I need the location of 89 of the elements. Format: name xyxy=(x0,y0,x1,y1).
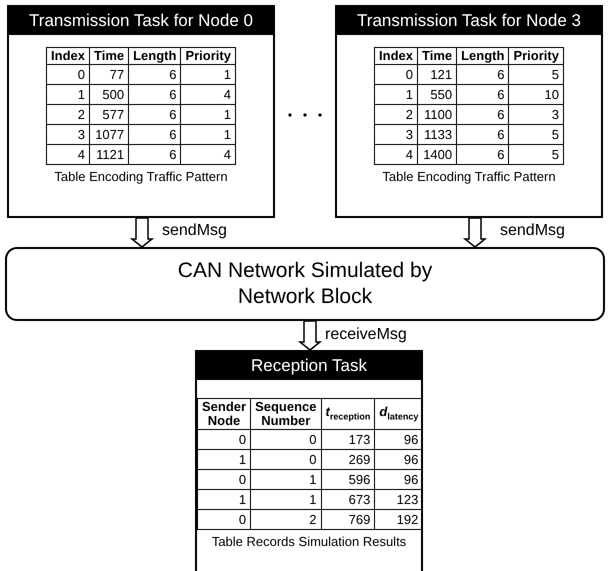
table-caption: Table Records Simulation Results xyxy=(210,534,408,549)
block-arrow xyxy=(130,217,154,248)
data-cell: 596 xyxy=(321,470,375,490)
task-box xyxy=(195,350,423,571)
data-cell: 6 xyxy=(128,64,181,84)
data-cell: 4 xyxy=(180,144,236,164)
header-cell: Index xyxy=(46,48,90,64)
header-cell: Sequence Number xyxy=(250,398,321,430)
data-cell: 6 xyxy=(456,64,509,84)
data-cell: 550 xyxy=(418,84,457,104)
data-cell: 192 xyxy=(374,510,423,530)
data-cell: 4 xyxy=(46,144,90,164)
data-cell: 6 xyxy=(128,84,181,104)
network-box xyxy=(5,247,605,321)
data-cell: 5 xyxy=(508,144,564,164)
data-cell: 6 xyxy=(128,144,181,164)
data-cell: 769 xyxy=(321,510,375,530)
data-cell: 1077 xyxy=(90,124,129,144)
data-cell: 1100 xyxy=(418,104,457,124)
data-cell: 3 xyxy=(508,104,564,124)
data-cell: 269 xyxy=(321,450,375,470)
data-cell: 500 xyxy=(90,84,129,104)
data-cell: 2 xyxy=(374,104,418,124)
data-cell: 1 xyxy=(198,490,251,510)
network-title: CAN Network Simulated by Network Block xyxy=(176,258,434,310)
data-cell: 96 xyxy=(374,470,423,490)
data-cell: 6 xyxy=(456,124,509,144)
data-cell: 1 xyxy=(250,470,321,490)
data-cell: 0 xyxy=(374,64,418,84)
task-title: Transmission Task for Node 0 xyxy=(9,7,273,35)
header-cell: Length xyxy=(128,48,181,64)
data-cell: 173 xyxy=(321,430,375,450)
data-cell: 0 xyxy=(198,510,251,530)
header-cell: Time xyxy=(418,48,457,64)
edge-label: sendMsg xyxy=(160,222,229,240)
data-cell: 4 xyxy=(374,144,418,164)
table-caption: Table Encoding Traffic Pattern xyxy=(53,169,229,184)
header-cell: d$_{latency}$ xyxy=(374,398,423,430)
data-cell: 3 xyxy=(374,124,418,144)
data-cell: 1 xyxy=(180,124,236,144)
data-cell: 5 xyxy=(508,64,564,84)
data-cell: 1121 xyxy=(90,144,129,164)
data-cell: 1 xyxy=(180,64,236,84)
task-box xyxy=(7,5,275,218)
data-cell: 6 xyxy=(456,104,509,124)
block-arrow xyxy=(462,217,488,248)
data-cell: 6 xyxy=(456,84,509,104)
data-cell: 10 xyxy=(508,84,564,104)
task-box xyxy=(335,5,603,218)
data-cell: 1 xyxy=(374,84,418,104)
data-cell: 77 xyxy=(90,64,129,84)
data-cell: 2 xyxy=(46,104,90,124)
edge-label: receiveMsg xyxy=(323,326,409,344)
data-cell: 4 xyxy=(180,84,236,104)
header-cell: t$_{reception}$ xyxy=(321,398,375,430)
data-cell: 0 xyxy=(250,430,321,450)
task-title: Transmission Task for Node 3 xyxy=(337,7,601,35)
data-cell: 0 xyxy=(198,470,251,490)
data-cell: 6 xyxy=(456,144,509,164)
data-cell: 96 xyxy=(374,430,423,450)
header-cell: Time xyxy=(90,48,129,64)
header-cell: Sender Node xyxy=(198,398,251,430)
data-cell: 2 xyxy=(250,510,321,530)
data-cell: 577 xyxy=(90,104,129,124)
data-cell: 121 xyxy=(418,64,457,84)
header-cell: Index xyxy=(374,48,418,64)
data-cell: 1133 xyxy=(418,124,457,144)
data-cell: 0 xyxy=(250,450,321,470)
header-cell: Length xyxy=(456,48,509,64)
data-cell: 6 xyxy=(128,124,181,144)
edge-label: sendMsg xyxy=(498,222,567,240)
data-cell: 1 xyxy=(198,450,251,470)
header-cell: Priority xyxy=(180,48,236,64)
block-arrow xyxy=(298,320,322,351)
data-cell: 96 xyxy=(374,450,423,470)
data-cell: 6 xyxy=(128,104,181,124)
data-cell: 1 xyxy=(46,84,90,104)
data-cell: 0 xyxy=(46,64,90,84)
data-cell: 673 xyxy=(321,490,375,510)
header-cell: Priority xyxy=(508,48,564,64)
data-cell: 3 xyxy=(46,124,90,144)
data-cell: 123 xyxy=(374,490,423,510)
data-cell: 5 xyxy=(508,124,564,144)
data-cell: 1 xyxy=(180,104,236,124)
table-caption: Table Encoding Traffic Pattern xyxy=(381,169,557,184)
task-title: Reception Task xyxy=(197,352,421,380)
data-cell: 1 xyxy=(250,490,321,510)
data-cell: 1400 xyxy=(418,144,457,164)
data-cell: 0 xyxy=(198,430,251,450)
